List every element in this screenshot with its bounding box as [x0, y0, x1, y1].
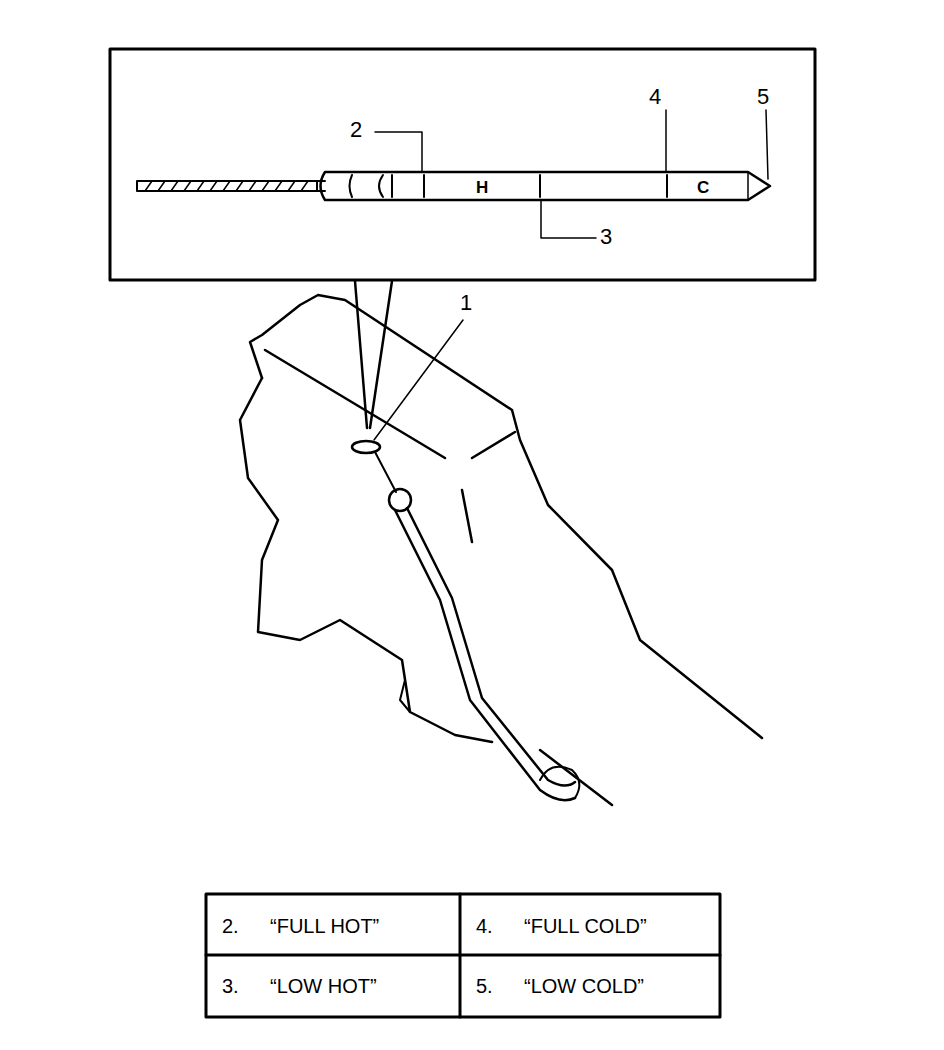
table-cell: 5.: [476, 976, 493, 996]
leader-line: [541, 201, 596, 238]
dipstick-blade: [321, 172, 771, 200]
table-cell: “LOW COLD”: [524, 976, 644, 996]
leader-line: [665, 110, 667, 171]
leader-line: [766, 110, 768, 179]
table-cell: “FULL HOT”: [270, 916, 379, 936]
leader-line: [374, 320, 463, 440]
level-letter: H: [475, 179, 489, 196]
leader-line: [375, 132, 422, 171]
table-cell: “FULL COLD”: [524, 916, 647, 936]
hand-outline: [240, 378, 492, 742]
callout-number: 4: [649, 86, 661, 108]
inset-frame: [110, 49, 815, 280]
callout-number: 1: [460, 292, 472, 314]
callout-number: 2: [350, 119, 362, 141]
hand-outline: [250, 295, 762, 738]
table-cell: “LOW HOT”: [270, 976, 377, 996]
dipstick-tube: [395, 510, 575, 800]
dipstick-wire: [137, 181, 317, 191]
table-cell: 4.: [476, 916, 493, 936]
table-cell: 2.: [222, 916, 239, 936]
level-letter: C: [696, 179, 710, 196]
callout-number: 3: [600, 226, 612, 248]
legend-table: [206, 894, 720, 1017]
dipstick-handle: [352, 441, 380, 453]
table-cell: 3.: [222, 976, 239, 996]
callout-number: 5: [757, 86, 769, 108]
